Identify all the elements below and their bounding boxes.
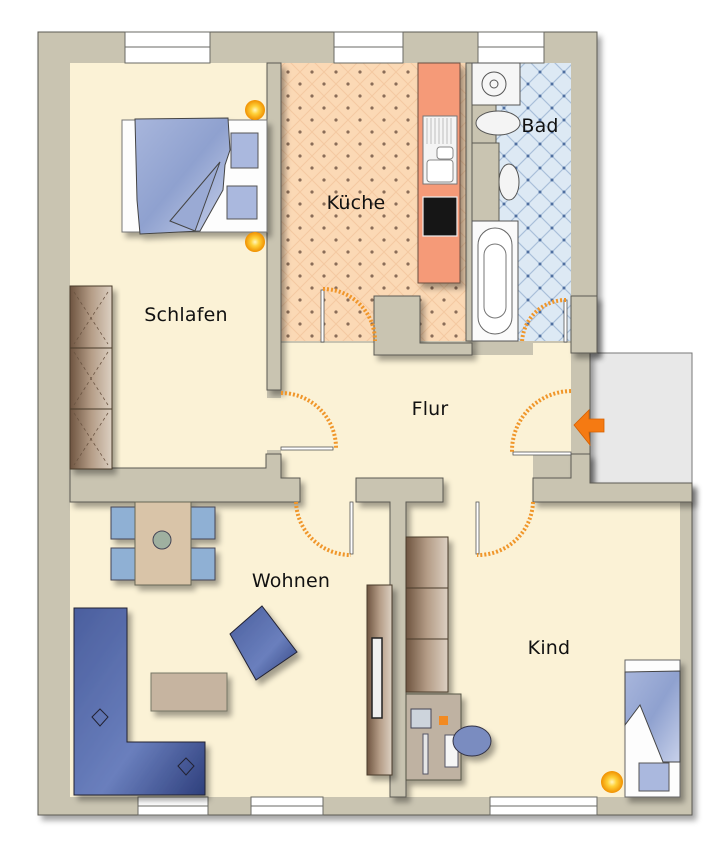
bath-fixtures xyxy=(471,62,521,342)
monitor xyxy=(410,708,432,729)
wardrobe xyxy=(69,285,113,470)
dining-chair xyxy=(189,547,216,581)
pillow xyxy=(230,132,259,169)
plant-icon xyxy=(152,530,172,550)
stove xyxy=(422,196,458,237)
room-label-bad: Bad xyxy=(521,115,559,137)
dining-chair xyxy=(110,506,137,540)
kitchen-counter xyxy=(417,62,461,284)
washbasin xyxy=(498,163,520,201)
dining-chair xyxy=(110,547,137,581)
wohnen-furniture xyxy=(73,501,393,796)
windows xyxy=(124,31,598,816)
sofa xyxy=(73,607,206,796)
coffee-table xyxy=(150,672,228,712)
entrance-area xyxy=(589,352,693,484)
toilet xyxy=(475,110,521,136)
room-label-kueche: Küche xyxy=(326,192,386,214)
armchair xyxy=(229,605,298,681)
tv xyxy=(371,637,383,719)
floor-flur xyxy=(266,343,571,498)
room-label-flur: Flur xyxy=(411,398,449,420)
interior-walls xyxy=(69,62,693,798)
pillow xyxy=(226,185,258,220)
room-label-schlafen: Schlafen xyxy=(144,304,228,326)
schlafen-furniture xyxy=(69,100,268,470)
dining-chair xyxy=(189,506,216,540)
room-label-wohnen: Wohnen xyxy=(251,570,331,592)
kind-furniture xyxy=(405,536,681,798)
lamp-icon xyxy=(601,771,623,793)
pillow xyxy=(638,762,670,792)
doors xyxy=(280,287,572,558)
room-label-kind: Kind xyxy=(527,637,571,659)
lamp-icon xyxy=(245,232,265,252)
wardrobe xyxy=(405,536,449,693)
lamp-icon xyxy=(245,100,265,120)
washing-machine xyxy=(471,62,521,106)
entry-arrow-icon xyxy=(573,409,605,447)
desk-chair xyxy=(452,725,492,757)
